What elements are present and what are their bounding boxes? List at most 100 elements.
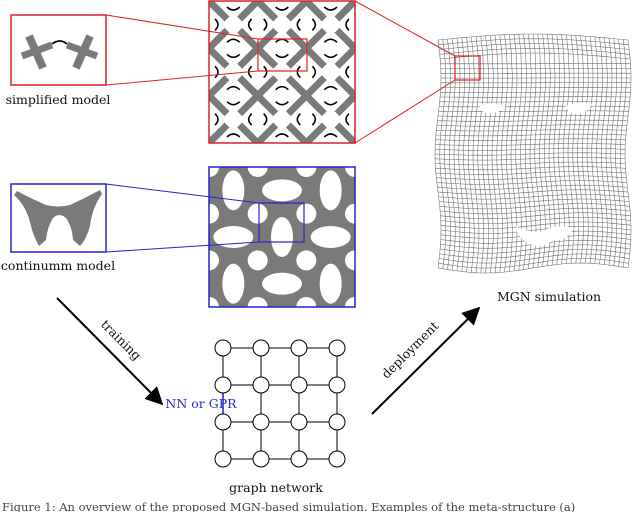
cross-bar	[209, 43, 230, 69]
mesh-column	[472, 36, 480, 273]
mesh-column	[610, 38, 618, 266]
hinge	[247, 113, 253, 126]
mesh-column	[496, 34, 504, 273]
corner-hole	[209, 167, 219, 177]
hinge	[361, 66, 364, 77]
corner-hole	[209, 203, 219, 224]
graph-node	[252, 339, 270, 357]
hinge	[323, 6, 338, 11]
figure-caption: Figure 1: An overview of the proposed MG…	[2, 500, 575, 512]
continuum-model-lattice	[209, 167, 355, 307]
hinge	[323, 101, 338, 106]
graph-node	[328, 376, 346, 394]
mesh-column	[491, 35, 499, 273]
graph-node	[252, 450, 270, 468]
hinge	[323, 38, 338, 43]
hinge	[247, 18, 253, 31]
hinge	[296, 18, 301, 31]
corner-hole	[345, 167, 355, 177]
corner-hole	[345, 297, 355, 307]
mesh-column	[468, 36, 475, 273]
mesh-column	[577, 35, 584, 264]
cross-bar	[209, 1, 230, 22]
cross-bar	[209, 122, 230, 143]
mesh-column	[601, 37, 608, 265]
zoom-line-mgn-top	[354, 0, 456, 57]
hinge	[345, 113, 350, 126]
cross-bar	[334, 90, 355, 117]
mesh-column	[501, 34, 508, 273]
continuum-unit-cell	[14, 190, 102, 246]
corner-hole	[345, 203, 355, 224]
graph-node	[328, 339, 346, 357]
cross-bar	[252, 1, 279, 22]
cross-bar	[209, 90, 230, 117]
hinge	[226, 38, 241, 43]
cell-hole	[319, 170, 342, 211]
hinge	[296, 65, 301, 79]
simplified-inset-frame	[10, 14, 107, 86]
hinge	[323, 53, 338, 59]
cross-bar	[237, 75, 279, 117]
hinge	[323, 85, 338, 91]
graph-node	[328, 413, 346, 431]
mesh-column	[572, 35, 580, 264]
hinge	[311, 65, 317, 79]
mesh-column	[453, 38, 461, 271]
mesh-column	[458, 37, 466, 272]
hinge	[200, 19, 203, 30]
hinge	[276, 149, 289, 152]
hinge	[275, 101, 289, 106]
zoom-line-mgn-bottom	[354, 79, 456, 144]
simplified-unit-cell	[20, 34, 99, 70]
cell-hole	[222, 263, 245, 304]
mgn-simulation-mesh	[434, 33, 632, 274]
nn-or-gpr-label: NN or GPR	[165, 396, 237, 411]
hinge	[324, 149, 337, 152]
hinge	[311, 18, 317, 31]
continuum-zoom-region	[258, 202, 305, 243]
graph-node	[214, 376, 232, 394]
mesh-column	[463, 37, 470, 273]
cell-hole	[310, 226, 351, 248]
corner-hole	[209, 297, 219, 307]
cross-bar	[301, 1, 327, 22]
cross-bar	[334, 75, 355, 101]
cross-bar	[252, 122, 279, 143]
mesh-column	[534, 33, 542, 268]
zoom-line-continuum-top	[105, 183, 260, 204]
corner-hole	[247, 250, 268, 271]
mesh-column	[591, 36, 599, 264]
training-label: training	[98, 317, 144, 363]
continuum-model-label: continumm model	[1, 258, 115, 273]
hinge	[263, 113, 268, 126]
continuum-model-frame	[208, 166, 356, 308]
mesh-column	[506, 34, 513, 272]
hinge	[275, 133, 289, 138]
cross-bar	[209, 27, 230, 54]
cross-bar	[285, 75, 327, 117]
mesh-column	[487, 35, 494, 273]
mesh-column	[563, 34, 570, 264]
cell-hole	[271, 217, 293, 257]
corner-hole	[345, 250, 355, 271]
cell-hole	[319, 263, 342, 304]
hinge	[361, 19, 364, 30]
hinge	[345, 65, 350, 79]
corner-hole	[247, 167, 268, 177]
continuum-inset-frame	[10, 183, 107, 253]
cell-hole	[213, 226, 254, 248]
hinge	[226, 85, 241, 91]
cross-bar	[334, 1, 355, 22]
deployment-arrow	[371, 306, 481, 415]
zoom-line-simplified-top	[105, 14, 259, 40]
cross-bar	[301, 122, 327, 143]
mesh-column	[567, 35, 575, 264]
mesh-column	[596, 37, 603, 265]
mgn-hole-upper-left	[479, 103, 506, 114]
mesh-column	[529, 33, 537, 269]
graph-node	[328, 450, 346, 468]
corner-hole	[209, 250, 219, 271]
mgn-hole-upper-right	[566, 102, 592, 114]
mesh-column	[582, 36, 589, 264]
